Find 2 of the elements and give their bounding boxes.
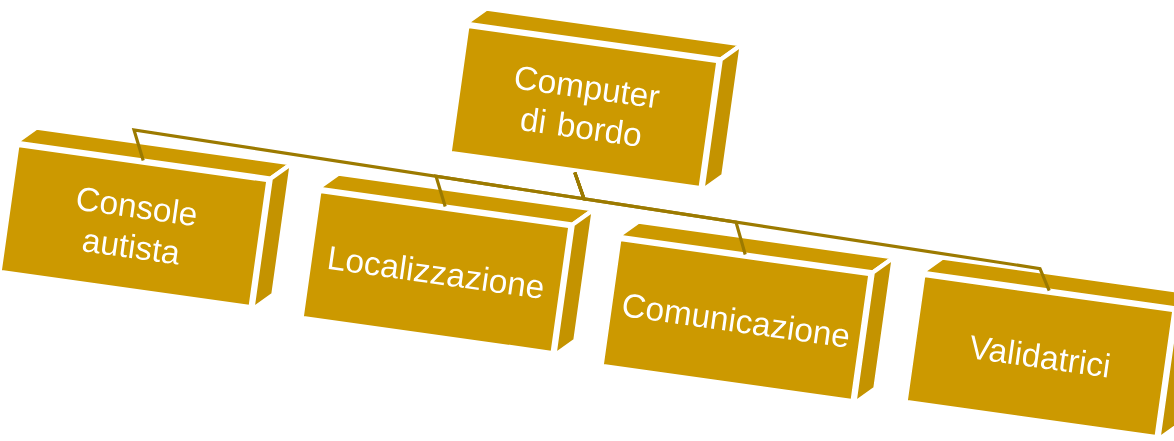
process-box: Validatrici <box>903 255 1174 441</box>
connector-line <box>573 171 1051 292</box>
